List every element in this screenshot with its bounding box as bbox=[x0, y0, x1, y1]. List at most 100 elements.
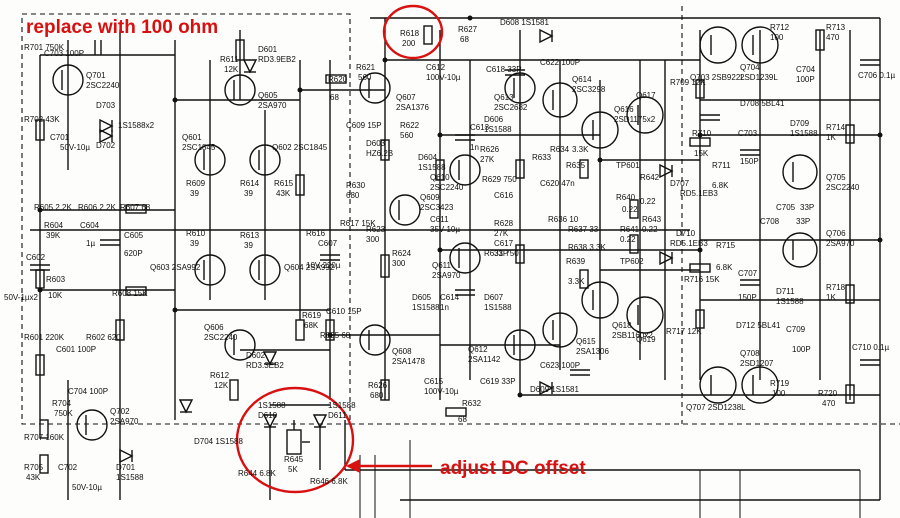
label-r621: R621 bbox=[356, 63, 376, 72]
label-r626b-value: 680 bbox=[370, 391, 384, 400]
transistor-q608 bbox=[359, 324, 391, 356]
label-r610-value: 39 bbox=[190, 239, 199, 248]
label-c710: C710 0.1µ bbox=[852, 343, 889, 352]
diodes bbox=[99, 28, 674, 464]
label-r641-value: 0.22 bbox=[620, 235, 636, 244]
label-r639: R639 bbox=[566, 257, 586, 266]
label-r705: R705 bbox=[24, 463, 44, 472]
label-c605: C605 bbox=[124, 231, 144, 240]
transistor-q612 bbox=[504, 329, 536, 361]
label-d707: D707 bbox=[670, 179, 690, 188]
transistor-q603 bbox=[194, 254, 226, 286]
label-tp602: TP602 bbox=[620, 257, 644, 266]
transistor-q610 bbox=[449, 154, 481, 186]
dc-offset-circuit bbox=[262, 404, 330, 470]
label-c702: C702 bbox=[58, 463, 78, 472]
label-q602: Q602 2SC1845 bbox=[272, 143, 328, 152]
label-c611: C611 bbox=[430, 215, 449, 224]
label-r605: R605 2.2K bbox=[34, 203, 72, 212]
label-r614-value: 39 bbox=[244, 189, 253, 198]
label-r642: R642 bbox=[640, 173, 660, 182]
label-d703: D703 bbox=[96, 101, 116, 110]
transistor-q701 bbox=[52, 64, 84, 96]
label-c707: C707 bbox=[738, 269, 758, 278]
label-c614-value: 1n bbox=[440, 303, 449, 312]
label-q702-type: 2SA970 bbox=[110, 417, 139, 426]
label-c709-value: 100P bbox=[792, 345, 811, 354]
label-d604-type: 1S1588 bbox=[418, 163, 446, 172]
label-r613-value: 39 bbox=[244, 241, 253, 250]
label-r618: R618 bbox=[400, 29, 420, 38]
label-r715: R715 bbox=[716, 241, 736, 250]
transistor-q619 bbox=[626, 296, 664, 334]
label-r626-value: 27K bbox=[480, 155, 495, 164]
label-r619: R619 bbox=[302, 311, 322, 320]
label-r627: R627 bbox=[458, 25, 478, 34]
label-r630: R630 bbox=[346, 181, 366, 190]
label-q703: Q703 2SB922L bbox=[690, 73, 745, 82]
label-c609: C609 15P bbox=[346, 121, 382, 130]
label-d605-type: 1S1588 bbox=[412, 303, 440, 312]
label-r645-value: 5K bbox=[288, 465, 298, 474]
transistor-q618 bbox=[581, 281, 619, 319]
label-q619: Q619 bbox=[636, 335, 656, 344]
label-r719: R719 bbox=[770, 379, 790, 388]
label-r634-value: 3.3K bbox=[572, 145, 589, 154]
label-c612-value: 100V-10µ bbox=[426, 73, 461, 82]
label-c701-value: 50V-10µ bbox=[60, 143, 90, 152]
label-r607: R607 68 bbox=[120, 203, 151, 212]
label-r620: R620 bbox=[328, 75, 348, 84]
label-r719-value: 100 bbox=[772, 389, 786, 398]
label-d604: D604 bbox=[418, 153, 438, 162]
label-r627-value: 68 bbox=[460, 35, 469, 44]
label-r640: R640 bbox=[616, 193, 636, 202]
label-c705: C705 bbox=[776, 203, 796, 212]
label-c602-value: 50V-1µx2 bbox=[4, 293, 39, 302]
label-r626b: R626 bbox=[368, 381, 388, 390]
label-c708: C708 bbox=[760, 217, 780, 226]
label-r633: R633 bbox=[532, 153, 552, 162]
label-q611: Q611 bbox=[432, 261, 452, 270]
label-c602: C602 bbox=[26, 253, 46, 262]
label-r609-value: 39 bbox=[190, 189, 199, 198]
label-q701-type: 2SC2240 bbox=[86, 81, 120, 90]
label-q612: Q612 bbox=[468, 345, 488, 354]
label-r707: R707 160K bbox=[24, 433, 65, 442]
label-r604-value: 39K bbox=[46, 231, 61, 240]
label-r711: R711 bbox=[712, 161, 731, 170]
label-r613: R613 bbox=[240, 231, 260, 240]
label-r603-value: 10K bbox=[48, 291, 63, 300]
label-d707-type: RD5.1EB3 bbox=[680, 189, 718, 198]
label-c617: C617 bbox=[494, 239, 514, 248]
transistor-q708 bbox=[741, 366, 779, 404]
label-d704: D704 1S1588 bbox=[194, 437, 243, 446]
label-r630-value: 680 bbox=[346, 191, 360, 200]
label-r710: R710 bbox=[692, 129, 712, 138]
label-d605: D605 bbox=[412, 293, 432, 302]
label-r615-value: 43K bbox=[276, 189, 291, 198]
label-q702: Q702 bbox=[110, 407, 130, 416]
label-r635: R635 bbox=[566, 161, 586, 170]
label-q614-type: 2SC3298 bbox=[572, 85, 606, 94]
label-q611-type: 2SA970 bbox=[432, 271, 461, 280]
label-d608: D608 1S1581 bbox=[500, 18, 549, 27]
label-q706: Q706 bbox=[826, 229, 846, 238]
left-module-border bbox=[21, 13, 351, 425]
label-c615: C615 bbox=[424, 377, 444, 386]
label-d603-type: HZ6.2B bbox=[366, 149, 393, 158]
label-q609: Q609 bbox=[420, 193, 440, 202]
transistor-q606 bbox=[224, 329, 256, 361]
label-c704: C704 bbox=[796, 65, 816, 74]
label-r612-value: 12K bbox=[214, 381, 229, 390]
label-d603: D603 bbox=[366, 139, 386, 148]
label-q616: Q616 bbox=[614, 105, 634, 114]
label-q613: Q613 bbox=[494, 93, 514, 102]
label-r702: R702 43K bbox=[24, 115, 60, 124]
transistor-q616 bbox=[581, 111, 619, 149]
label-r646: R646 6.8K bbox=[310, 477, 348, 486]
label-d710-type: RD5.1EB3 bbox=[670, 239, 708, 248]
label-q610: Q610 bbox=[430, 173, 450, 182]
label-d611: D611 bbox=[328, 411, 347, 420]
label-r713-value: 470 bbox=[826, 33, 840, 42]
